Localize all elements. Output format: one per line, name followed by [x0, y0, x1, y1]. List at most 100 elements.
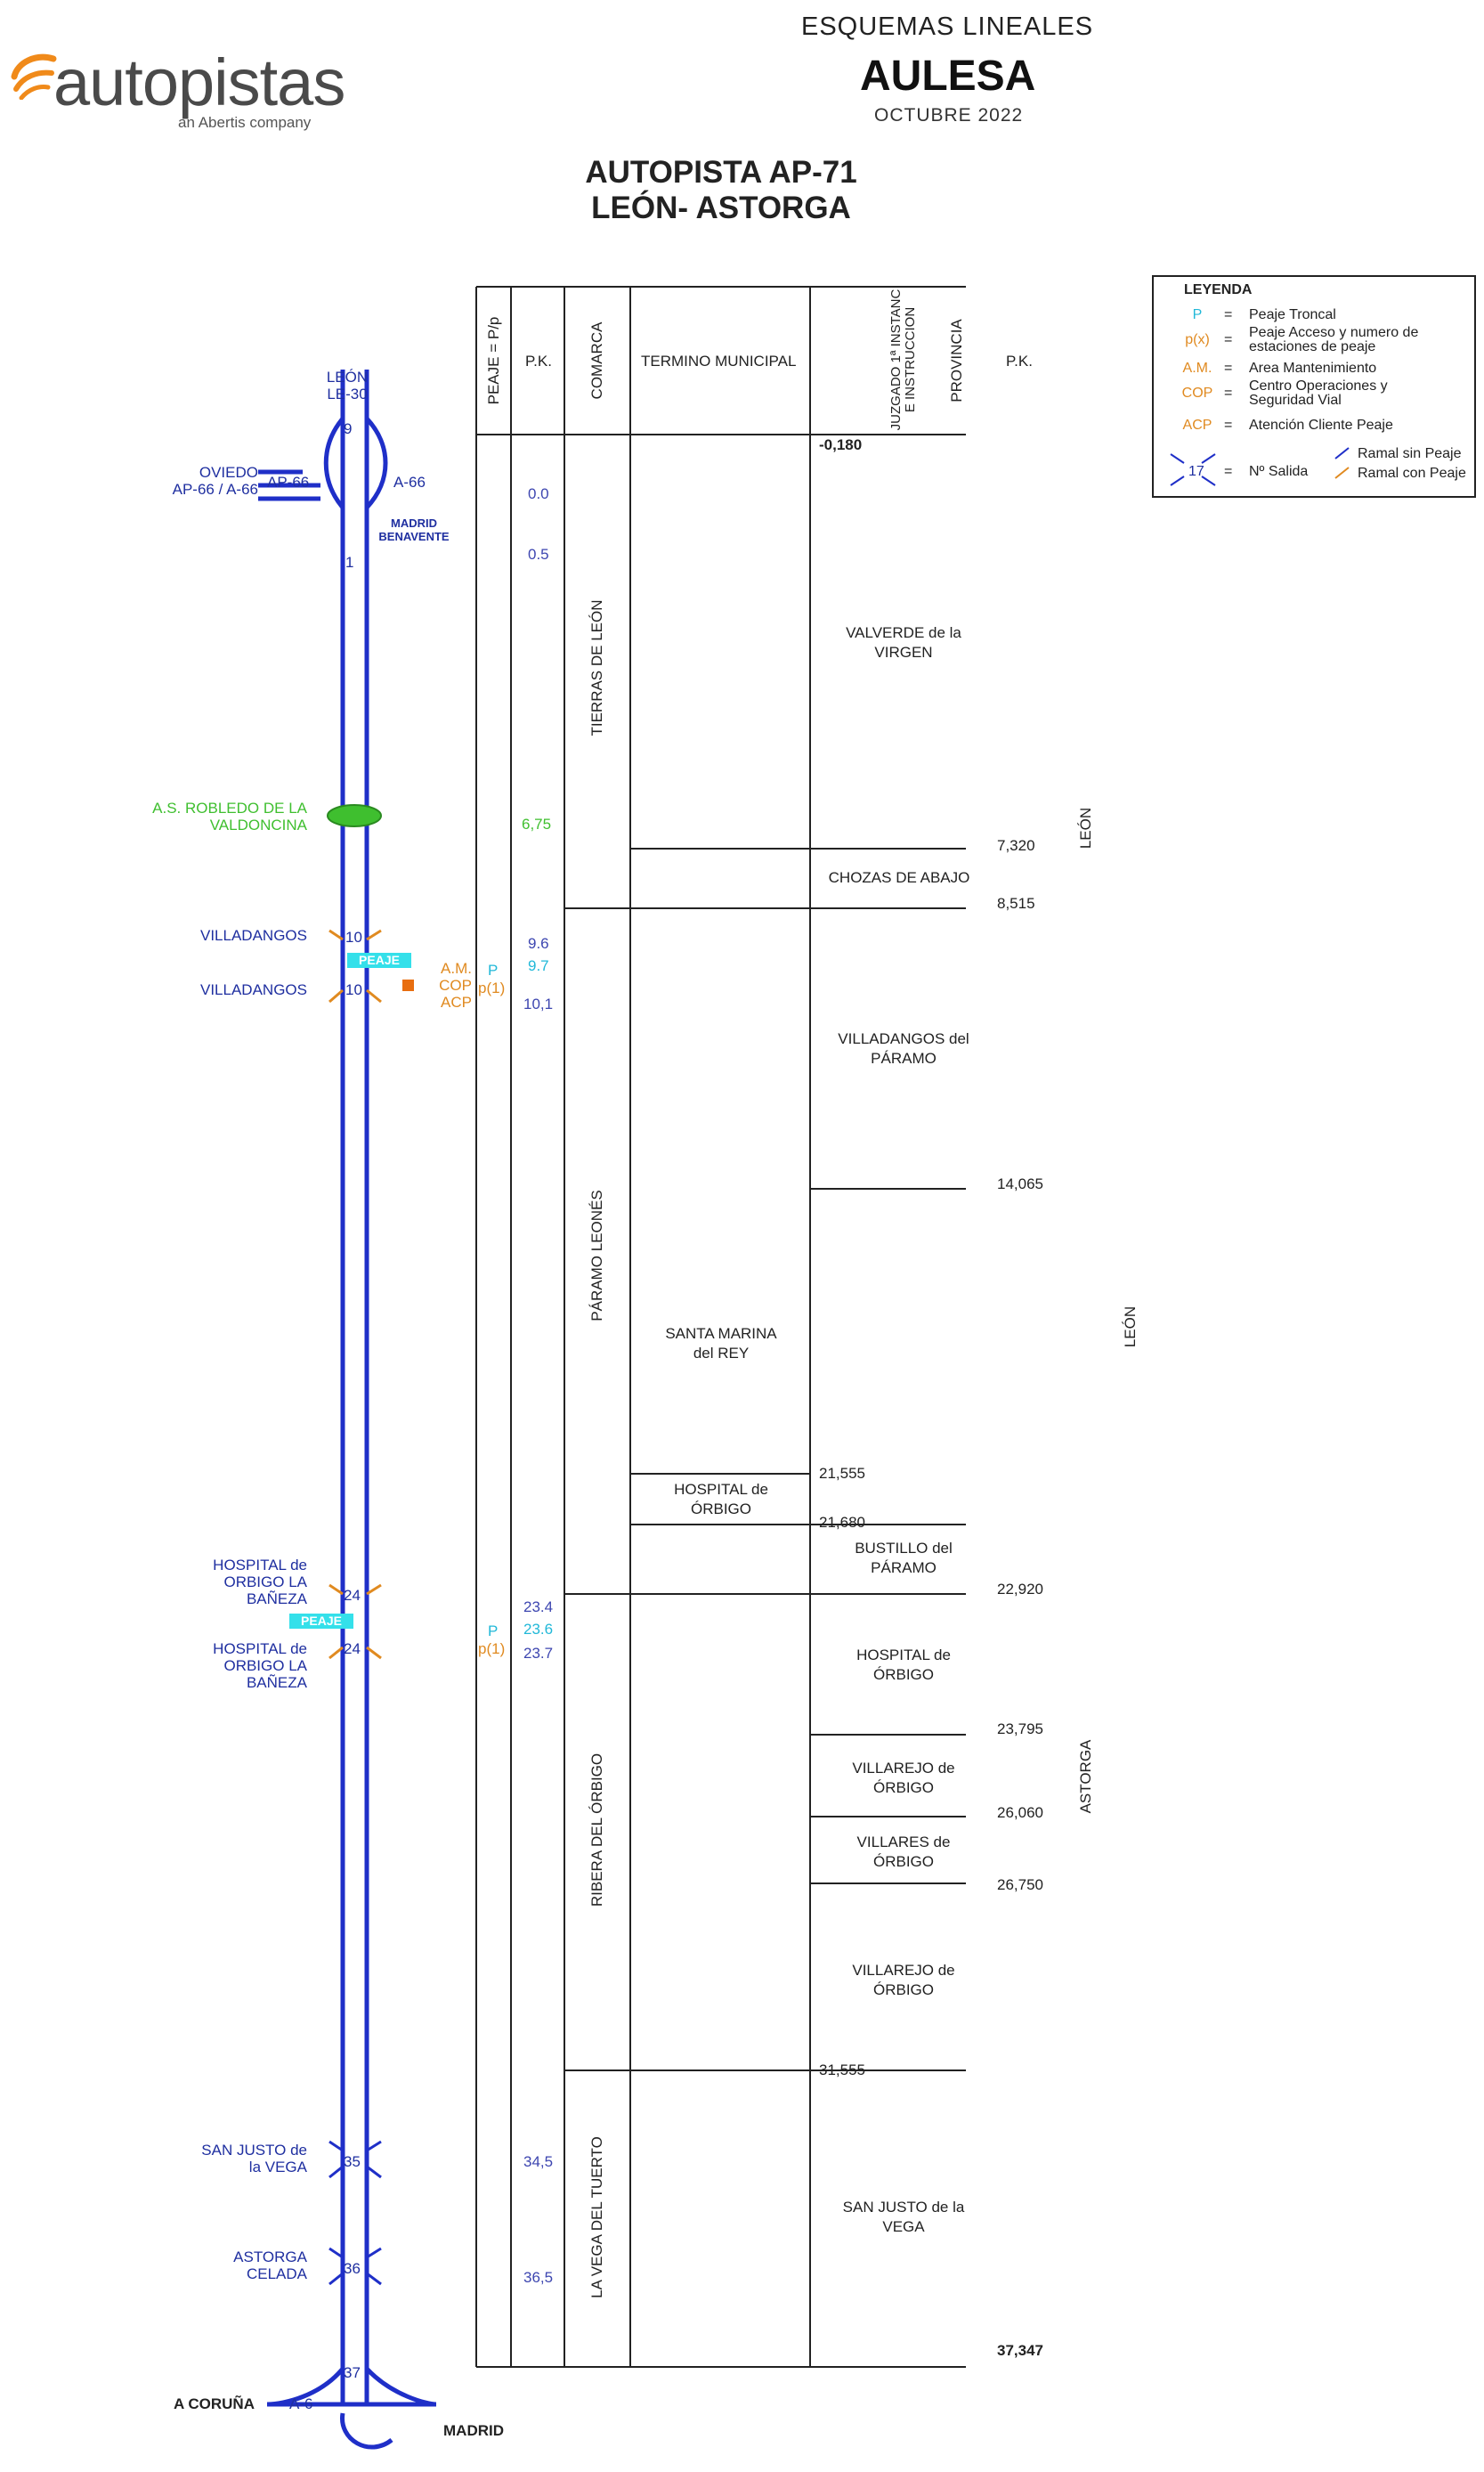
- pk-limit: 21,680: [819, 1514, 865, 1531]
- villadangos-label-1: VILLADANGOS: [200, 927, 307, 944]
- municipio-label: SAN JUSTO de la VEGA: [842, 2199, 965, 2235]
- pk-value: 23.6: [523, 1621, 554, 1638]
- pk-limit: 37,347: [997, 2342, 1043, 2359]
- highway-title: AUTOPISTA AP-71 LEÓN- ASTORGA: [570, 155, 872, 226]
- legend-text-cop: Centro Operaciones y Seguridad Vial: [1249, 378, 1388, 408]
- pk-limit: 23,795: [997, 1720, 1043, 1737]
- page-title: AULESA: [860, 53, 1036, 100]
- pk-limit: 31,555: [819, 2061, 865, 2078]
- col-termino-header: TERMINO MUNICIPAL: [641, 353, 797, 370]
- oviedo-routes: AP-66 / A-66: [172, 481, 258, 498]
- legend-eq: =: [1224, 418, 1233, 433]
- legend-sym-peaje-acceso: p(x): [1185, 332, 1210, 347]
- exit-num-36: 36: [344, 2260, 361, 2277]
- ap66-label: AP-66: [267, 474, 310, 491]
- exit-num-24-b: 24: [344, 1640, 361, 1657]
- am-cop-acp-label: A.M. COP ACP: [439, 960, 472, 1011]
- legend-eq: =: [1224, 361, 1233, 376]
- peaje-px-1: p(1): [478, 980, 506, 996]
- legend-eq: =: [1224, 307, 1233, 322]
- a6-label: A-6: [289, 2395, 313, 2412]
- a66-label: A-66: [393, 474, 426, 491]
- municipio-label: SANTA MARINA del REY: [665, 1325, 777, 1362]
- pk-limit: 26,060: [997, 1804, 1043, 1821]
- col-comarca-header: COMARCA: [588, 321, 605, 400]
- municipio-label: VILLADANGOS del PÁRAMO: [838, 1030, 969, 1067]
- pk-value: 23.7: [523, 1645, 554, 1662]
- exit-num-10-b: 10: [345, 981, 362, 998]
- logo-word: autopistas: [53, 45, 345, 119]
- legend-sym-am: A.M.: [1182, 361, 1212, 376]
- legend-ramal-con: Ramal con Peaje: [1358, 466, 1466, 481]
- municipio-label: CHOZAS DE ABAJO: [828, 869, 970, 886]
- page-supertitle: ESQUEMAS LINEALES: [801, 12, 1094, 41]
- col-peaje-header: PEAJE = P/p: [485, 316, 502, 405]
- san-justo-label: SAN JUSTO de la VEGA: [201, 2142, 307, 2175]
- juzgado-label: ASTORGA: [1077, 1739, 1094, 1814]
- legend-text-am: Area Mantenimiento: [1249, 361, 1377, 376]
- legend-ramal-sin: Ramal sin Peaje: [1358, 446, 1462, 461]
- madrid-label: MADRID: [443, 2422, 504, 2439]
- legend-text-peaje-acceso: Peaje Acceso y numero de estaciones de p…: [1249, 325, 1419, 354]
- peaje-p-1: P: [488, 962, 499, 979]
- col-pk-header: P.K.: [525, 353, 552, 370]
- road-top-route: LE-30: [327, 386, 368, 403]
- pk-value: 6,75: [522, 816, 552, 833]
- pk-value: 36,5: [523, 2269, 554, 2286]
- juzgado-label: LEÓN: [1077, 807, 1094, 850]
- highway-name: AUTOPISTA AP-71: [585, 155, 857, 190]
- pk-value: 0.0: [528, 485, 549, 502]
- pk-limit: 14,065: [997, 1175, 1043, 1192]
- logo-swirl-icon: [11, 53, 57, 100]
- pk-value: 9.6: [528, 935, 549, 952]
- peaje-px-2: p(1): [478, 1640, 506, 1657]
- pk-limit: 8,515: [997, 895, 1035, 912]
- legend-title: LEYENDA: [1184, 282, 1253, 297]
- municipio-label: HOSPITAL de ÓRBIGO: [674, 1481, 768, 1517]
- pk-value: 9.7: [528, 957, 549, 974]
- legend-exit-num: 17: [1188, 464, 1204, 479]
- peaje-box-2: PEAJE: [289, 1614, 353, 1629]
- legend: LEYENDA P = Peaje Troncal p(x) = Peaje A…: [1153, 276, 1475, 497]
- pk-limit: 26,750: [997, 1876, 1043, 1893]
- legend-eq: =: [1224, 386, 1233, 401]
- exit-num-24-a: 24: [344, 1587, 361, 1604]
- col-juzgado-header: JUZGADO 1ª INSTANC E INSTRUCCION: [888, 289, 918, 431]
- exit-num-10-a: 10: [345, 929, 362, 946]
- legend-sym-acp: ACP: [1182, 418, 1212, 433]
- road-top-label: LEÓN LE-30: [312, 369, 383, 403]
- municipio-label: VILLAREJO de ÓRBIGO: [852, 1760, 955, 1796]
- peaje-box-1: PEAJE: [347, 953, 411, 968]
- municipio-label: BUSTILLO del PÁRAMO: [855, 1540, 953, 1576]
- exit-num-35: 35: [344, 2153, 361, 2170]
- comarca-label: TIERRAS DE LEÓN: [588, 599, 605, 736]
- legend-exit-text: Nº Salida: [1249, 464, 1309, 479]
- municipio-label: HOSPITAL de ÓRBIGO: [856, 1647, 951, 1683]
- astorga-celada-label: ASTORGA CELADA: [233, 2248, 307, 2282]
- oviedo-label: OVIEDO AP-66 / A-66: [142, 464, 258, 498]
- logo: autopistas an Abertis company: [9, 45, 345, 134]
- service-area-label: A.S. ROBLEDO DE LA VALDONCINA: [152, 800, 307, 833]
- pk-value: 34,5: [523, 2153, 554, 2170]
- road-top-city: LEÓN: [326, 369, 369, 386]
- peaje-p-2: P: [488, 1622, 499, 1639]
- juzgado-label: LEÓN: [1122, 1305, 1139, 1348]
- col-provincia-header: PROVINCIA: [948, 319, 965, 403]
- pk-limit: 7,320: [997, 837, 1035, 854]
- highway-route: LEÓN- ASTORGA: [591, 191, 851, 225]
- pk-limit: 22,920: [997, 1581, 1043, 1598]
- legend-eq: =: [1224, 464, 1233, 479]
- pk-limit: 21,555: [819, 1465, 865, 1482]
- exit-num-37: 37: [344, 2364, 361, 2381]
- comarca-label: PÁRAMO LEONÉS: [588, 1190, 605, 1321]
- legend-sym-peaje-troncal: P: [1192, 307, 1203, 322]
- oviedo-city: OVIEDO: [199, 464, 258, 481]
- hospital-label-2: HOSPITAL de ORBIGO LA BAÑEZA: [213, 1640, 307, 1691]
- pk-value: 10,1: [523, 996, 554, 1012]
- legend-sym-cop: COP: [1181, 386, 1213, 401]
- legend-text-acp: Atención Cliente Peaje: [1249, 418, 1393, 433]
- municipio-label: VILLAREJO de ÓRBIGO: [852, 1962, 955, 1998]
- comarca-label: LA VEGA DEL TUERTO: [588, 2136, 605, 2298]
- a-coruna-label: A CORUÑA: [174, 2395, 255, 2412]
